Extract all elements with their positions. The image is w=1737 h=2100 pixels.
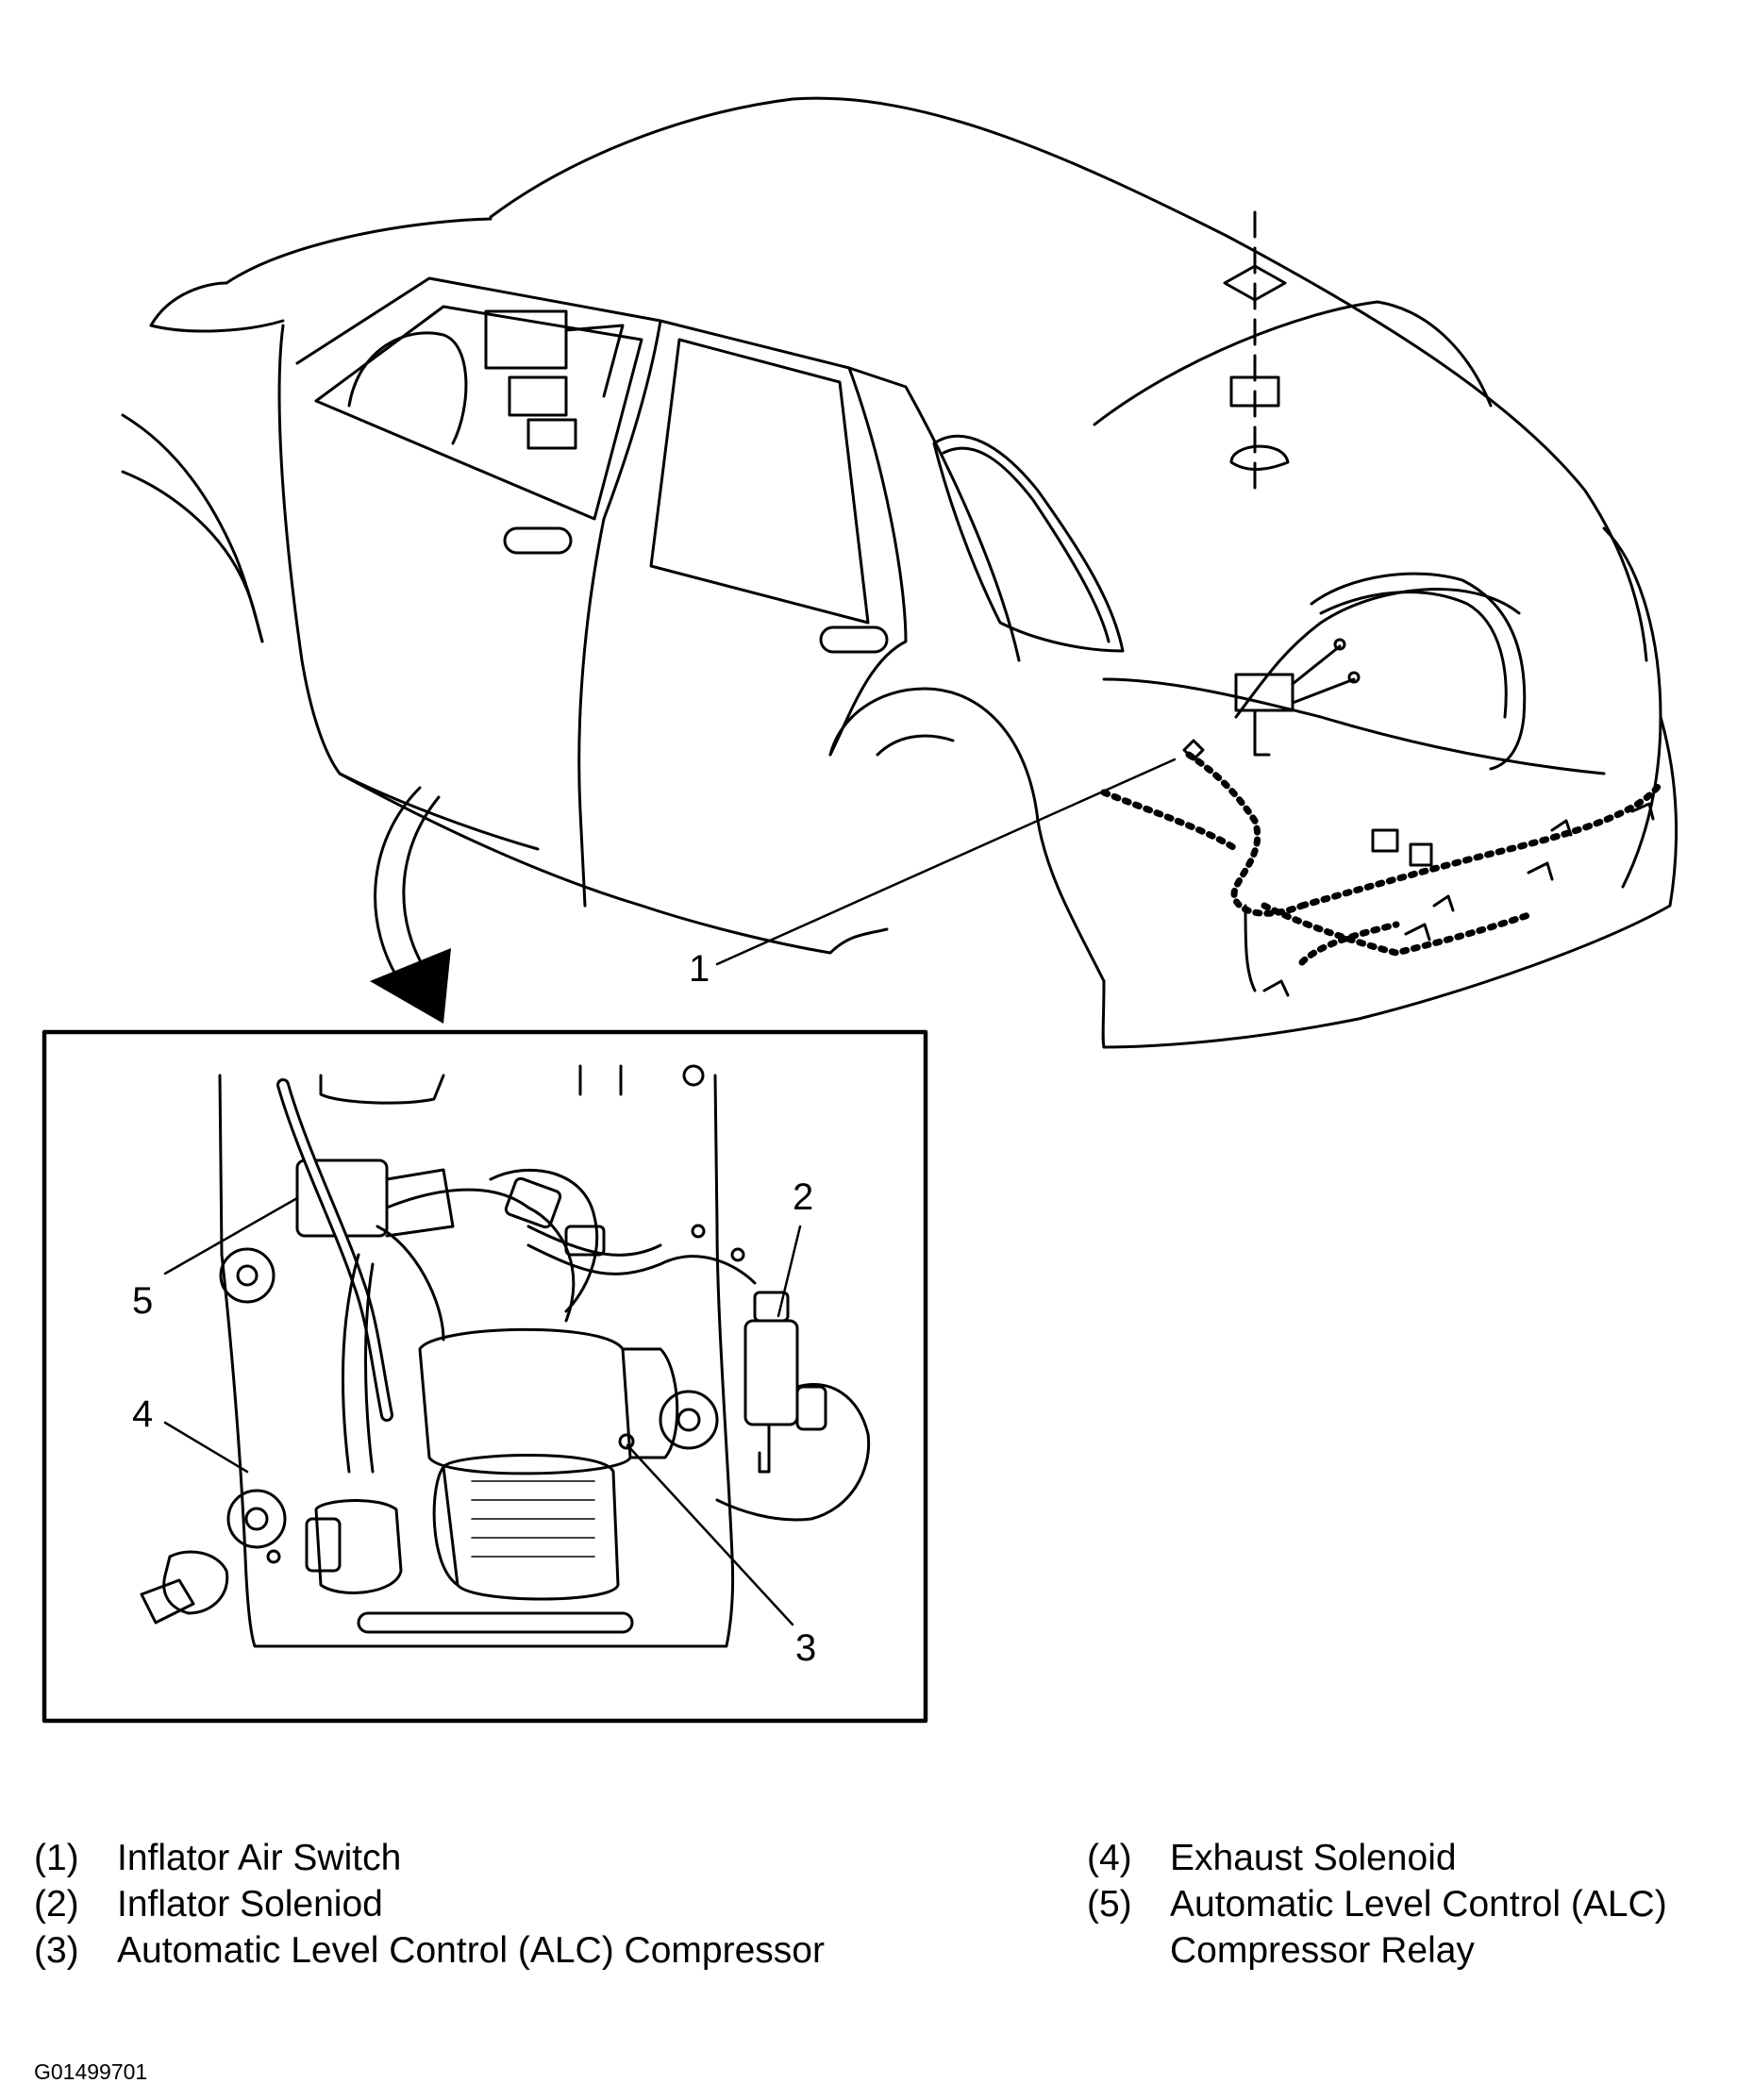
legend-number: (1) [34, 1838, 79, 1878]
callout-1-leader [715, 758, 1177, 966]
legend-item-exhaust-solenoid: (4) Exhaust Solenoid [1087, 1835, 1667, 1881]
callout-3-label: 3 [795, 1627, 816, 1669]
legend-number: (3) [34, 1930, 79, 1971]
detail-pointer-arrow-icon [370, 786, 451, 1024]
legend-item-alc-compressor-relay: (5) Automatic Level Control (ALC) Compre… [1087, 1881, 1667, 1974]
callout-4-label: 4 [132, 1393, 153, 1435]
legend-item-alc-compressor: (3) Automatic Level Control (ALC) Compre… [34, 1927, 825, 1974]
callout-1-label: 1 [689, 948, 710, 990]
callout-5-leader [163, 1196, 299, 1275]
callout-3-leader [626, 1443, 794, 1626]
legend-right-column: (4) Exhaust Solenoid (5) Automatic Level… [1087, 1835, 1667, 1974]
legend-left-column: (1) Inflator Air Switch (2) Inflator Sol… [34, 1835, 825, 1974]
legend-text: Inflator Air Switch [117, 1838, 402, 1878]
callout-2-label: 2 [793, 1176, 813, 1218]
component-location-diagram: 1 [42, 96, 1679, 1724]
legend-item-inflator-solenoid: (2) Inflator Soleniod [34, 1881, 825, 1927]
callout-4-leader [163, 1421, 249, 1474]
legend-item-inflator-air-switch: (1) Inflator Air Switch [34, 1835, 825, 1881]
callout-2-leader [777, 1225, 802, 1318]
legend-number: (5) [1087, 1884, 1132, 1925]
legend-text: Inflator Soleniod [117, 1884, 383, 1925]
vehicle-body-illustration [121, 96, 1679, 1049]
legend-text: Exhaust Solenoid [1170, 1838, 1457, 1878]
legend-number: (4) [1087, 1838, 1132, 1878]
compressor-detail-inset [42, 1029, 928, 1724]
legend-text: Automatic Level Control (ALC) Compressor… [1170, 1884, 1667, 1971]
callout-5-label: 5 [132, 1280, 153, 1322]
figure-id: G01499701 [34, 2059, 148, 2084]
legend-number: (2) [34, 1884, 79, 1925]
legend-text: Automatic Level Control (ALC) Compressor [117, 1930, 825, 1971]
